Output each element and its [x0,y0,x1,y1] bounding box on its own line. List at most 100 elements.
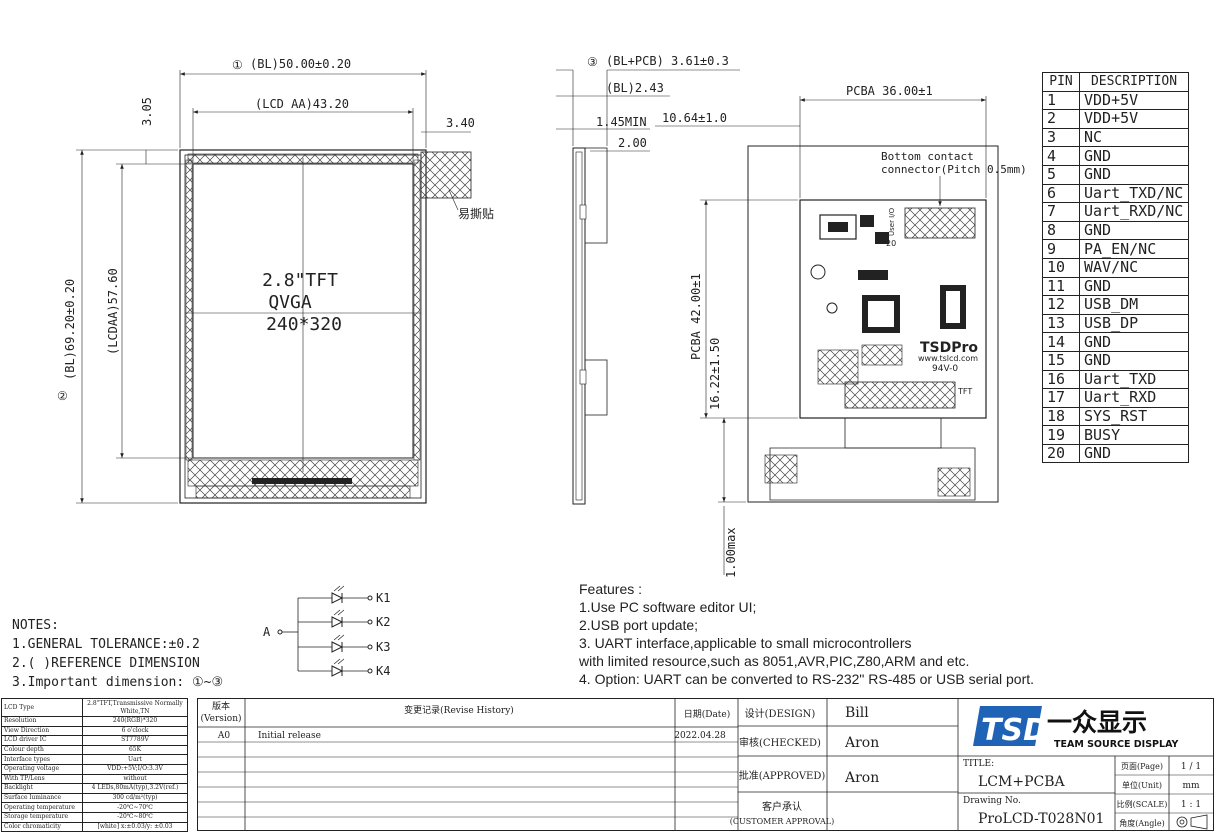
spec-key: Color chromaticity [1,821,83,833]
led-diode: K3 [298,634,390,654]
spec-key: LCD Type [1,698,83,717]
connector-pitch-label: connector(Pitch 0.5mm) [881,163,1027,176]
revision-text: Initial release [258,731,321,741]
led-diode: K4 [298,658,390,678]
unit-label: 单位(Unit) [1122,780,1162,790]
pin-description: NC [1079,127,1189,148]
pin-number: 12 [1042,295,1080,315]
dim-1622: 16.22±1.50 [708,338,722,410]
lcd-label-line3: 240*320 [266,314,342,335]
dim-bl-width: (BL)50.00±0.20 [250,57,351,71]
spec-value: without [82,773,188,785]
scale-value: 1 : 1 [1181,800,1201,810]
note-item: 1.GENERAL TOLERANCE:±0.2 [12,637,200,652]
spec-value: 65K [82,744,188,756]
angle-label: 角度(Angle) [1119,818,1165,828]
pin-number: 6 [1042,183,1080,204]
pin-description: GND [1079,443,1189,464]
logo-mark: TSD [981,713,1048,748]
revision-header: 变更记录(Revise History) [404,704,514,716]
pin-number: 15 [1042,350,1080,371]
description-header: DESCRIPTION [1079,72,1189,92]
pin-number: 11 [1042,276,1080,297]
spec-key: Surface luminance [1,792,83,804]
spec-value: [white] x:±0.03/y: ±0.03 [82,821,188,833]
spec-key: Colour depth [1,744,83,756]
spec-value: 6 o'clock [82,725,188,737]
revision-version: A0 [217,731,230,741]
front-view: 2.8"TFT QVGA 240*320 [179,149,472,504]
feature-item: 4. Option: UART can be converted to RS-2… [579,671,1035,687]
pcb-pin20: 20 [886,239,896,248]
feature-item: with limited resource,such as 8051,AVR,P… [579,653,970,669]
pin-number: 3 [1042,127,1080,148]
pin-description: BUSY [1079,425,1189,445]
lcd-label-line1: 2.8"TFT [262,270,338,291]
projection-icon [1176,814,1208,830]
pin-number: 20 [1042,443,1080,464]
lcd-label-line2: QVGA [268,292,312,313]
drawing-value: ProLCD-T028N01 [978,811,1104,827]
dim-bl-thickness: (BL)2.43 [606,81,664,95]
dim-bl-height: (BL)69.20±0.20 [63,279,77,380]
pin-description: GND [1079,276,1189,297]
pin-number: 2 [1042,109,1080,129]
spec-key: Operating temperature [1,802,83,813]
dim-100-max: 1.00max [724,527,738,578]
features: Features : 1.Use PC software editor UI; … [579,580,1034,688]
spec-value: Uart [82,754,188,765]
pin-description: GND [1079,164,1189,185]
led-cathode-label: K4 [376,664,390,678]
spec-key: Resolution [1,716,83,727]
pin-description: WAV/NC [1079,257,1189,278]
dim-pcba-width: PCBA 36.00±1 [846,84,933,98]
pin-description: Uart_RXD/NC [1079,202,1189,222]
led-cathode-label: K1 [376,591,390,605]
pin-description: USB_DM [1079,295,1189,315]
pin-number: 19 [1042,425,1080,445]
feature-item: 3. UART interface,applicable to small mi… [579,635,912,651]
bottom-contact-label: Bottom contact [881,150,974,163]
dim-top-offset: 3.05 [140,97,154,126]
spec-key: Interface types [1,754,83,765]
dim-tab-width: 3.40 [446,116,475,130]
spec-key: LCD driver IC [1,735,83,746]
pin-number: 8 [1042,220,1080,241]
spec-key: Storage temperature [1,811,83,823]
pin-number: 4 [1042,146,1080,166]
customer-label-en: (CUSTOMER APPROVAL) [730,817,834,826]
customer-label: 客户承认 [762,800,802,813]
dim-145-min: 1.45MIN [596,115,647,129]
logo-en: TEAM SOURCE DISPLAY [1054,739,1179,750]
spec-value: -20℃~70℃ [82,802,188,813]
spec-value: 4 LEDs,80mA(typ),3.2V(ref.) [82,783,188,794]
led-cathode-label: K3 [376,640,390,654]
led-diode: K2 [298,609,390,629]
title-block: 版本 (Version) 变更记录(Revise History) 日期(Dat… [197,698,1214,831]
spec-key: With TP/Lens [1,773,83,785]
pcb-rating: 94V-0 [932,364,958,374]
